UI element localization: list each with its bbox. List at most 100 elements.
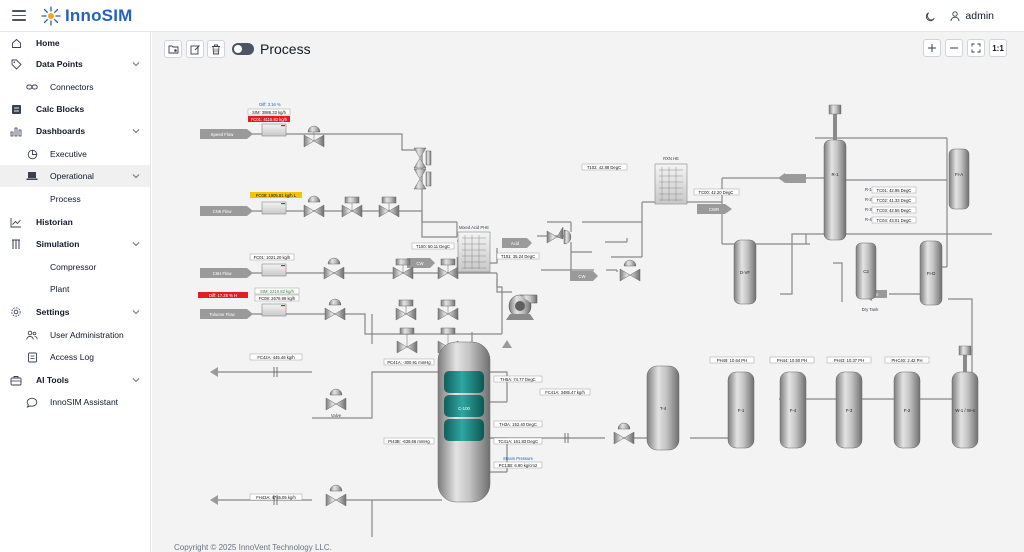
svg-text:PHC40: 2.42 PH: PHC40: 2.42 PH bbox=[892, 358, 923, 363]
svg-text:SIM: 3986.33 kg/h: SIM: 3986.33 kg/h bbox=[252, 110, 287, 115]
nav-home[interactable]: Home bbox=[0, 32, 150, 54]
flow-meters bbox=[261, 123, 287, 317]
nav-executive[interactable]: Executive bbox=[0, 143, 150, 165]
laptop-icon bbox=[26, 170, 38, 182]
trend-line-icon bbox=[10, 216, 22, 228]
nav-plant-label: Plant bbox=[50, 284, 70, 294]
chevron-down-icon[interactable] bbox=[130, 238, 142, 250]
valve-fc41 bbox=[613, 422, 635, 445]
nav-simulation[interactable]: Simulation bbox=[0, 233, 150, 255]
sidebar: Home Data Points Connectors Calc Blocks … bbox=[0, 32, 151, 552]
zoom-in-button[interactable] bbox=[923, 39, 941, 57]
nav-dashboards-label: Dashboards bbox=[36, 126, 86, 136]
mixed-acid-phe: Mixed Acid PHE T100: 50.11 DegC T101: 35… bbox=[411, 225, 540, 273]
svg-text:F-2: F-2 bbox=[904, 408, 911, 413]
valve-c6h-a bbox=[323, 257, 345, 280]
valve-feed-1 bbox=[303, 125, 325, 148]
svg-text:FH43A: 4755.05 kg/h: FH43A: 4755.05 kg/h bbox=[256, 495, 296, 500]
fullscreen-icon bbox=[971, 43, 981, 53]
svg-text:RXN HE: RXN HE bbox=[663, 156, 679, 161]
valve-speed-vert-2 bbox=[413, 147, 432, 169]
svg-text:Diff: 3.16 %: Diff: 3.16 % bbox=[259, 102, 281, 107]
user-menu[interactable]: admin bbox=[950, 10, 994, 22]
nav-data-points[interactable]: Data Points bbox=[0, 53, 150, 75]
svg-text:TC01: 42.95 DegC: TC01: 42.95 DegC bbox=[877, 188, 912, 193]
zoom-out-button[interactable] bbox=[945, 39, 963, 57]
valve-cn6-c bbox=[378, 196, 400, 218]
valve-col-a bbox=[396, 327, 418, 354]
flask-icon bbox=[10, 238, 22, 250]
orifice-plates bbox=[273, 367, 569, 505]
nav-data-points-label: Data Points bbox=[36, 59, 83, 69]
nav-compressor[interactable]: Compressor bbox=[0, 256, 150, 278]
svg-text:TC41A: 161.83 DegC: TC41A: 161.83 DegC bbox=[498, 439, 538, 444]
tank-t4: T-4 bbox=[646, 365, 680, 451]
nav-ai-tools[interactable]: AI Tools bbox=[0, 369, 150, 391]
feed-pump bbox=[506, 294, 538, 320]
nav-operational[interactable]: Operational bbox=[0, 165, 150, 187]
control-valves bbox=[303, 125, 641, 507]
nav-plant[interactable]: Plant bbox=[0, 278, 150, 300]
nav-settings[interactable]: Settings bbox=[0, 301, 150, 323]
nav-process[interactable]: Process bbox=[0, 188, 150, 210]
valve-cn6-b bbox=[341, 196, 363, 218]
nav-calc-blocks[interactable]: Calc Blocks bbox=[0, 98, 150, 120]
nav-access-log[interactable]: Access Log bbox=[0, 346, 150, 368]
nav-user-admin[interactable]: User Administration bbox=[0, 324, 150, 346]
svg-text:FC01: 1021.20 kg/h: FC01: 1021.20 kg/h bbox=[254, 255, 291, 260]
nav-connectors[interactable]: Connectors bbox=[0, 76, 150, 98]
svg-text:TC00: 42.20 DegC: TC00: 42.20 DegC bbox=[699, 190, 734, 195]
svg-text:Dry Tank: Dry Tank bbox=[862, 307, 880, 312]
chevron-down-icon[interactable] bbox=[130, 374, 142, 386]
valve-cw-2 bbox=[619, 259, 641, 282]
svg-text:PI43B: -638.66 mmHg: PI43B: -638.66 mmHg bbox=[388, 439, 430, 444]
svg-text:T102: 42.88 DegC: T102: 42.88 DegC bbox=[587, 165, 621, 170]
chevron-down-icon[interactable] bbox=[130, 306, 142, 318]
briefcase-icon bbox=[10, 374, 22, 386]
svg-text:TC02: 41.33 DegC: TC02: 41.33 DegC bbox=[877, 198, 912, 203]
svg-text:SIM: 2210.82 kg/h: SIM: 2210.82 kg/h bbox=[260, 289, 295, 294]
fit-screen-button[interactable] bbox=[967, 39, 985, 57]
user-icon bbox=[950, 10, 960, 21]
home-icon bbox=[10, 37, 22, 49]
nav-compressor-label: Compressor bbox=[50, 262, 97, 272]
tank-f1: F-1 bbox=[727, 371, 755, 449]
svg-text:C2: C2 bbox=[863, 269, 869, 274]
svg-text:Mixed Acid PHE: Mixed Acid PHE bbox=[459, 225, 489, 230]
logo-text: InnoSIM bbox=[65, 5, 133, 25]
zoom-reset-button[interactable]: 1:1 bbox=[989, 39, 1007, 57]
menu-icon[interactable] bbox=[12, 7, 26, 24]
chevron-down-icon[interactable] bbox=[130, 170, 142, 182]
chevron-down-icon[interactable] bbox=[130, 58, 142, 70]
nav-assistant[interactable]: InnoSIM Assistant bbox=[0, 391, 150, 413]
delete-button[interactable] bbox=[207, 40, 225, 58]
nav-settings-label: Settings bbox=[36, 307, 70, 317]
stream-cwr-1: CWR bbox=[697, 204, 732, 214]
logo-sunburst-icon bbox=[41, 5, 61, 26]
reactor-r1: R-1 bbox=[823, 104, 847, 241]
nav-simulation-label: Simulation bbox=[36, 239, 80, 249]
nav-historian[interactable]: Historian bbox=[0, 211, 150, 233]
svg-text:R-1: R-1 bbox=[831, 172, 839, 177]
minus-icon bbox=[950, 47, 958, 49]
edit-mode-toggle[interactable] bbox=[232, 43, 254, 55]
svg-text:PH49: 10.64 PH: PH49: 10.64 PH bbox=[717, 358, 747, 363]
svg-text:TH5A: 74.77 DegC: TH5A: 74.77 DegC bbox=[500, 377, 535, 382]
vessel-fi-a: FI-A bbox=[948, 148, 970, 210]
chevron-down-icon[interactable] bbox=[130, 125, 142, 137]
app-logo[interactable]: InnoSIM bbox=[40, 6, 133, 26]
tank-f4: F-4 bbox=[779, 371, 807, 449]
open-folder-button[interactable] bbox=[164, 40, 182, 58]
svg-text:Acid: Acid bbox=[511, 241, 520, 246]
svg-text:FI-D: FI-D bbox=[927, 271, 936, 276]
valve-toluene-a bbox=[324, 298, 346, 321]
edit-button[interactable] bbox=[186, 40, 204, 58]
svg-text:FI-A: FI-A bbox=[955, 172, 963, 177]
svg-text:Steam Pressure: Steam Pressure bbox=[503, 456, 534, 461]
valve-fh43 bbox=[325, 484, 347, 507]
svg-text:PC13B: 6.90 kg/cm2: PC13B: 6.90 kg/cm2 bbox=[499, 463, 538, 468]
footer-copyright: Copyright © 2025 InnoVent Technology LLC… bbox=[174, 543, 332, 552]
svg-text:R-2: R-2 bbox=[865, 197, 872, 202]
dark-mode-moon-icon[interactable] bbox=[925, 11, 936, 22]
nav-dashboards[interactable]: Dashboards bbox=[0, 120, 150, 142]
